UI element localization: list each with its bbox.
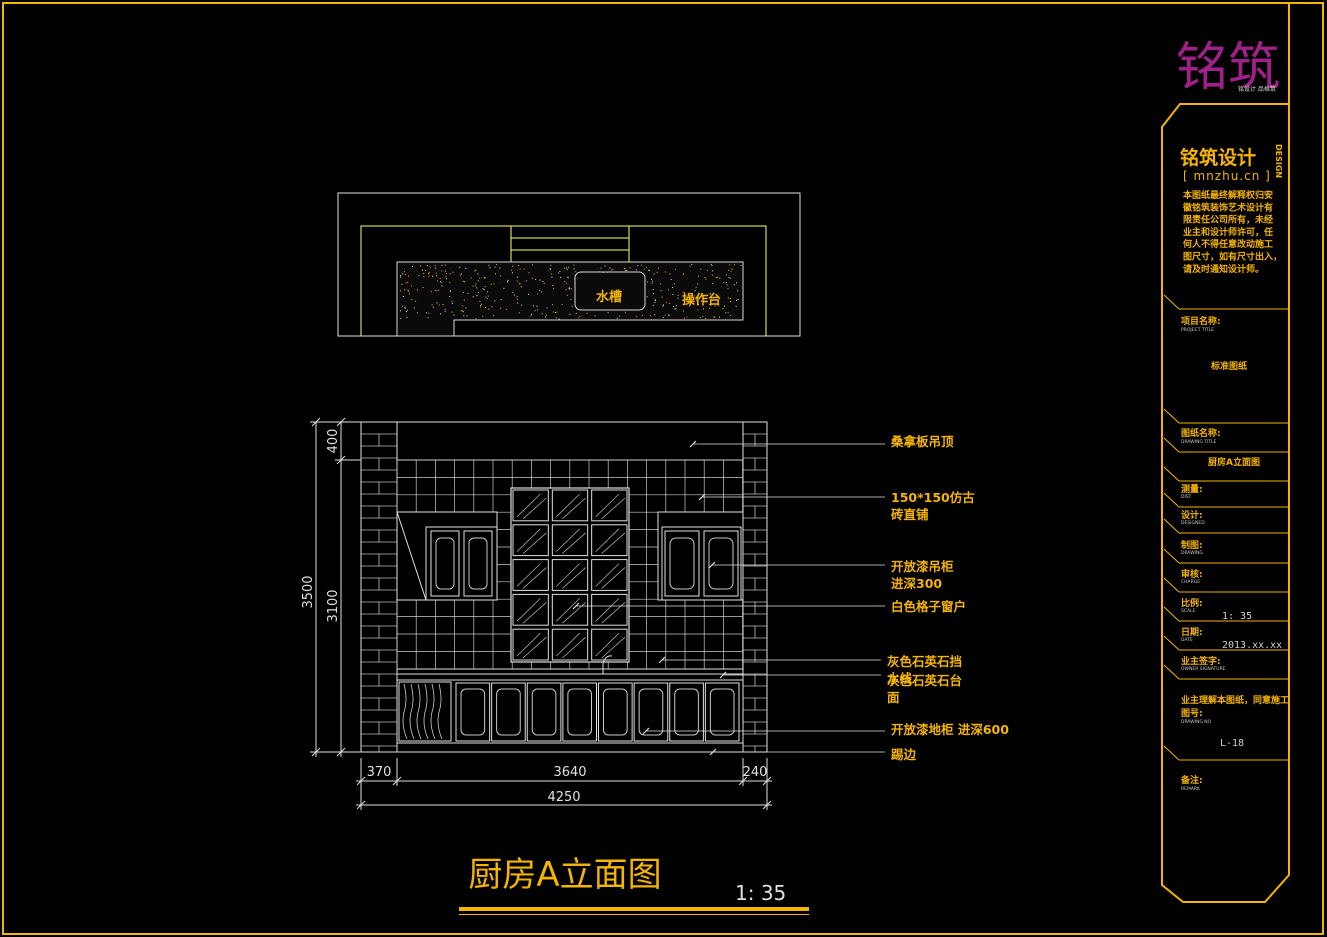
notice-line: 何人不得任意改动施工 [1183,238,1273,250]
plan-countertop [396,261,744,337]
notice-line: 请及时通知设计师。 [1183,263,1264,275]
drawing-title-block: 厨房A立面图 1: 35 [459,855,809,915]
row-sub: DIST [1181,494,1192,500]
row-sub: OWNER SIGNATURE [1181,666,1226,672]
annotation-text: 砖直铺 [891,507,929,522]
notice-line: 徽铭筑装饰艺术设计有 [1182,201,1273,213]
right-brick-wall [743,421,767,752]
copyright-notice: 本图纸最终解释权归安徽铭筑装饰艺术设计有限责任公司所有，未经业主和设计师许可，任… [1182,189,1282,275]
countertop-edge [396,673,744,681]
brand-logo: 铭筑 [1176,38,1280,98]
company-website: [ mnzhu.cn ] [1183,169,1271,183]
logo-subtitle: 铭设计 品格筑 [1238,85,1276,93]
approval-text: 业主理解本图纸，同意施工 [1181,694,1289,706]
upper-cabinet-left [396,511,498,601]
dim-middle-width: 3640 [553,765,586,780]
upper-cabinet-right [657,511,744,601]
row-label: 审核: [1181,568,1203,580]
annotation-text: 开放漆地柜 进深600 [891,722,1009,737]
design-vertical: DESIGN [1274,144,1283,178]
number-sub: DRAWING NO [1181,719,1212,725]
notice-line: 本图纸最终解释权归安 [1183,189,1273,201]
row-label: 日期: [1181,626,1203,638]
plan-outline [337,192,801,337]
plan-view: 水槽 操作台 [337,192,801,337]
row-sub: DESIGNED [1181,520,1205,526]
row-label: 业主签字: [1181,655,1221,667]
row-label: 比例: [1181,597,1203,609]
drawing-scale: 1: 35 [735,881,786,905]
annotation-text: 白色格子窗户 [891,599,966,614]
row-label: 设计: [1181,509,1203,521]
annotation-text: 进深300 [891,576,942,591]
remark-label: 备注: [1180,774,1203,786]
drawing-value: 厨房A立面图 [1208,456,1260,468]
annotation-text: 开放漆吊柜 [891,559,954,574]
number-value: L-18 [1220,738,1244,749]
company-name: 铭筑设计 [1180,146,1256,169]
row-label: 制图: [1181,539,1203,551]
dim-total-height: 3500 [301,575,316,608]
row-sub: CHARGE [1181,579,1200,585]
notice-line: 业主和设计师许可，任 [1183,226,1273,238]
base-cabinets [396,679,744,744]
dimensions [310,417,772,810]
counter-label: 操作台 [682,292,721,308]
dim-total-width: 4250 [547,790,580,805]
notice-line: 限责任公司所有，未经 [1183,214,1273,226]
project-sub: PROJECT TITLE [1181,327,1214,333]
elevation-view [360,421,768,753]
title-underline [459,907,809,911]
drawing-title: 厨房A立面图 [468,855,661,895]
drawing-label: 图纸名称: [1181,427,1221,439]
dim-main-height: 3100 [326,589,341,622]
annotation-text: 面 [887,690,900,705]
grid-window [510,487,630,663]
left-brick-wall [361,421,397,752]
notice-line: 图尺寸，如有尺寸出入， [1183,251,1282,263]
dim-ceiling-height: 400 [326,429,341,454]
row-sub: DATE [1181,637,1193,643]
sink-label: 水槽 [596,289,622,305]
dim-left-width: 370 [367,765,392,780]
row-value: 2013.xx.xx [1222,640,1282,651]
project-label: 项目名称: [1181,315,1221,327]
title-block-panel: 铭筑 铭设计 品格筑 铭筑设计 DESIGN [ mnzhu.cn ] 本图纸最… [1161,3,1290,903]
faucet [602,655,613,674]
annotation-text: 灰色石英石挡 [887,654,962,669]
annotation-text: 水线 [887,671,913,686]
annotation-text: 踢边 [891,747,917,762]
project-value: 标准图纸 [1210,360,1247,372]
plan-sink [574,271,646,311]
number-label: 图号: [1181,708,1203,719]
drawing-sub: DRAWING TITLE [1181,439,1217,445]
remark-sub: REMARK [1181,786,1201,792]
annotation-text: 150*150仿古 [891,490,975,505]
plan-stove [510,225,630,263]
dimension-labels: 3500 400 3100 370 3640 240 4250 [301,429,767,805]
annotation-text: 桑拿板吊顶 [890,434,954,449]
dim-right-width: 240 [743,765,768,780]
annotation-text: 灰色石英石台 [887,673,962,688]
row-sub: SCALE [1181,608,1196,614]
row-sub: DRAWING [1181,550,1203,556]
row-label: 测量: [1181,483,1203,495]
row-value: 1: 35 [1222,611,1252,622]
